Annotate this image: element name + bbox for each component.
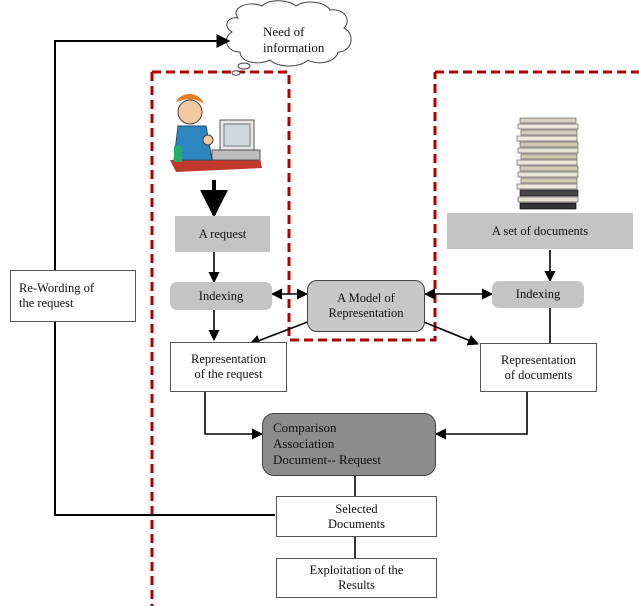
set-of-documents-box: A set of documents bbox=[447, 213, 633, 249]
selected-documents-box: Selected Documents bbox=[276, 496, 437, 537]
representation-of-documents-box: Representation of documents bbox=[480, 343, 597, 392]
cloud-label: Need of information bbox=[263, 24, 325, 55]
a-request-box: A request bbox=[175, 216, 270, 252]
exploitation-box: Exploitation of the Results bbox=[276, 558, 437, 598]
rewording-box: Re-Wording of the request bbox=[10, 270, 136, 322]
cloud-shape bbox=[225, 0, 352, 76]
document-stack-icon bbox=[516, 117, 579, 210]
representation-of-request-box: Representation of the request bbox=[170, 342, 287, 392]
indexing-right-box: Indexing bbox=[492, 281, 584, 308]
user-at-computer-icon bbox=[170, 93, 262, 172]
model-of-representation-box: A Model of Representation bbox=[307, 280, 425, 332]
left-dashed-frame bbox=[150, 70, 437, 606]
comparison-box: Comparison Association Document-- Reques… bbox=[262, 413, 436, 476]
indexing-left-box: Indexing bbox=[170, 282, 272, 310]
